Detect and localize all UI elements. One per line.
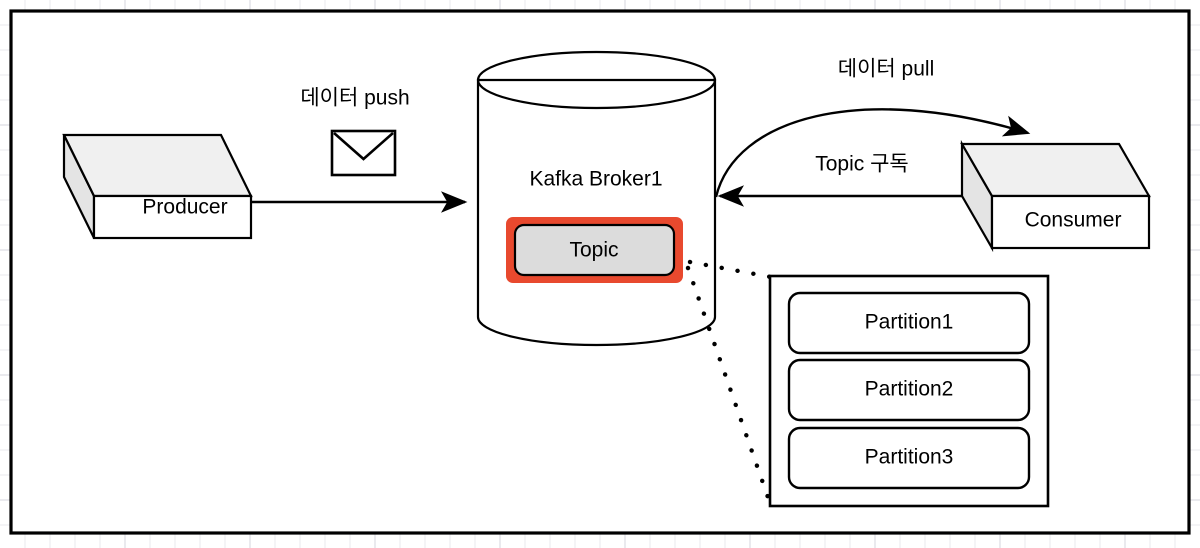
node-producer[interactable]: Producer [62,133,253,240]
edge-label-data-pull: 데이터 pull [838,58,934,81]
producer-cube-front-face [92,194,253,240]
broker-cylinder-body [476,78,717,347]
partition-1-box [787,291,1031,355]
node-kafka-broker[interactable]: Kafka Broker1 [476,50,717,347]
partition-item-3[interactable]: Partition3 [787,426,1031,490]
partition-1-label: Partition1 [865,311,954,334]
partition-3-box [787,426,1031,490]
topic-label: Topic [569,239,618,262]
partition-container: Partition1 Partition2 Partition3 [768,274,1050,508]
node-consumer[interactable]: Consumer [960,139,1151,253]
partition-3-label: Partition3 [865,446,954,469]
partition-2-box [787,358,1031,422]
topic-box [513,223,676,277]
canvas-border [9,9,1191,535]
connector-topic-to-partitions-lower [685,265,774,509]
arrow-broker-to-consumer [714,108,1031,198]
producer-cube-top-face [62,133,253,198]
partition-item-2[interactable]: Partition2 [787,358,1031,422]
consumer-cube-front-face [990,194,1151,250]
broker-cylinder-top [476,50,717,110]
edge-label-topic-subscribe: Topic 구독 [815,153,909,176]
envelope-icon [330,129,397,177]
consumer-label: Consumer [1025,209,1122,232]
edge-label-data-push: 데이터 push [300,87,409,110]
partition-2-label: Partition2 [865,378,954,401]
consumer-cube-top-face [960,142,1151,198]
node-topic[interactable]: Topic [506,217,683,283]
partition-item-1[interactable]: Partition1 [787,291,1031,355]
producer-label: Producer [142,196,227,219]
broker-label: Kafka Broker1 [529,168,662,191]
